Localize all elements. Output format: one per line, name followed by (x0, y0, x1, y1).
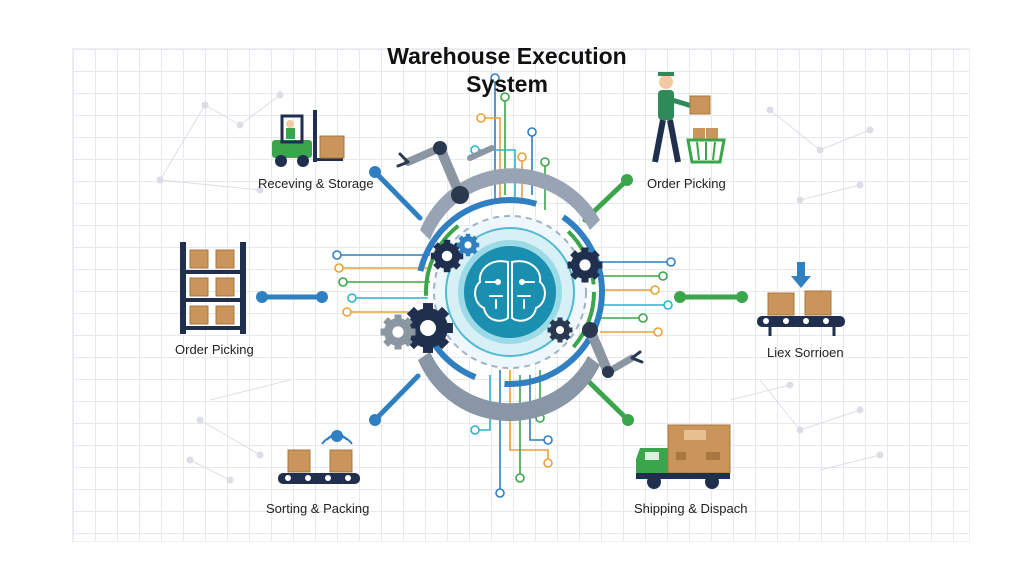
rfid-conveyor-icon (278, 430, 360, 484)
label-lex-sorting: Liex Sorrioen (767, 345, 844, 360)
gear-icon (567, 247, 603, 283)
gear-icon (547, 317, 573, 343)
robot-arm-icon (396, 141, 495, 204)
label-order-picking-top: Order Picking (647, 176, 726, 191)
gear-group (380, 233, 603, 353)
label-shipping-dispatch: Shipping & Dispach (634, 501, 748, 516)
truck-icon (636, 424, 731, 489)
forklift-icon (272, 110, 345, 167)
brain-icon (474, 260, 546, 322)
title-line-2: System (466, 71, 548, 97)
diagram-title: Warehouse Execution System (352, 42, 662, 98)
label-sorting-packing: Sorting & Packing (266, 501, 370, 516)
gear-icon (380, 314, 416, 350)
central-hub (415, 168, 605, 422)
gear-icon (456, 233, 480, 257)
label-order-picking-left: Order Picking (175, 342, 254, 357)
shelf-icon (180, 242, 246, 334)
title-line-1: Warehouse Execution (387, 43, 627, 69)
conveyor-icon (757, 262, 845, 336)
robot-arm-icon (582, 322, 644, 378)
spoke-nodes (256, 166, 748, 426)
label-receiving-storage: Receving & Storage (258, 176, 374, 191)
gear-icon (430, 239, 464, 273)
worker-basket-icon (652, 72, 726, 164)
gear-icon (403, 303, 453, 353)
network-background (156, 91, 884, 484)
